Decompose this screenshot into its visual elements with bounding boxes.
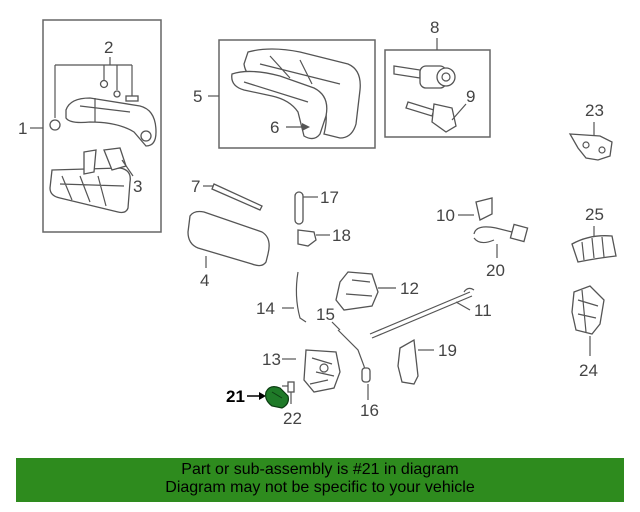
clip-icon — [297, 229, 317, 247]
handle-base-icon — [49, 167, 131, 214]
callout-3[interactable]: 3 — [133, 177, 142, 196]
screw-icon — [287, 381, 295, 393]
part-group-8: 8 9 — [384, 18, 491, 138]
callout-5[interactable]: 5 — [193, 87, 202, 106]
group-box-1 — [42, 19, 162, 233]
callout-7[interactable]: 7 — [191, 177, 200, 196]
part-13: 13 — [262, 349, 341, 393]
callout-17[interactable]: 17 — [320, 188, 339, 207]
highlighted-part-21-icon[interactable] — [265, 386, 289, 409]
part-10-20: 10 20 — [436, 197, 529, 280]
pin-icon — [294, 191, 304, 225]
seal-icon — [571, 235, 617, 263]
callout-10[interactable]: 10 — [436, 206, 455, 225]
part-11: 11 — [369, 287, 492, 339]
callout-23[interactable]: 23 — [585, 101, 604, 120]
callout-9[interactable]: 9 — [466, 87, 475, 106]
callout-16[interactable]: 16 — [360, 401, 379, 420]
part-15-16: 15 16 — [316, 305, 379, 420]
part-21-22: 21 22 — [226, 381, 302, 428]
callout-22[interactable]: 22 — [283, 409, 302, 428]
part-23: 23 — [568, 101, 613, 161]
rod-15-icon — [337, 329, 367, 375]
rod-icon — [211, 183, 263, 211]
handle-upper-icon — [65, 97, 157, 147]
part-group-1: 1 2 3 — [18, 19, 162, 233]
callout-11[interactable]: 11 — [474, 301, 492, 320]
callout-8[interactable]: 8 — [430, 18, 439, 37]
callout-6[interactable]: 6 — [270, 118, 279, 137]
banner-line-1: Part or sub-assembly is #21 in diagram — [181, 461, 459, 478]
handle-bezel-icon — [231, 70, 328, 140]
part-7: 7 — [191, 177, 263, 211]
part-14: 14 — [256, 271, 307, 323]
part-group-5: 5 6 — [193, 39, 376, 149]
shield-plate-icon — [397, 338, 419, 385]
callout-12[interactable]: 12 — [400, 279, 419, 298]
callout-19[interactable]: 19 — [438, 341, 457, 360]
parts-diagram: 1 2 3 5 6 — [18, 18, 617, 428]
part-25: 25 — [571, 205, 617, 263]
rod-14-icon — [295, 271, 307, 323]
banner-line-2: Diagram may not be specific to your vehi… — [165, 479, 475, 496]
callout-2[interactable]: 2 — [104, 38, 113, 57]
trim-strip-icon — [187, 210, 270, 267]
callout-13[interactable]: 13 — [262, 350, 281, 369]
switch-icon — [475, 197, 493, 221]
callout-20[interactable]: 20 — [486, 261, 505, 280]
part-19: 19 — [397, 338, 457, 385]
callout-1[interactable]: 1 — [18, 119, 27, 138]
latch-cover-icon — [335, 271, 379, 311]
striker-icon — [571, 285, 605, 335]
callout-21[interactable]: 21 — [226, 387, 245, 406]
bracket-icon — [568, 133, 613, 161]
part-4: 4 — [187, 210, 270, 290]
key-blade-icon — [405, 101, 435, 117]
part-24: 24 — [571, 285, 605, 380]
callout-4[interactable]: 4 — [200, 271, 209, 290]
part-12: 12 — [335, 271, 419, 311]
grommet-icon — [49, 119, 61, 131]
key-head-icon — [431, 103, 457, 133]
part-17-18: 17 18 — [294, 188, 351, 247]
callout-24[interactable]: 24 — [579, 361, 598, 380]
group-box-5 — [218, 39, 376, 149]
connector-icon — [509, 223, 529, 243]
lock-rod-icon — [393, 65, 421, 79]
callout-18[interactable]: 18 — [332, 226, 351, 245]
callout-14[interactable]: 14 — [256, 299, 275, 318]
callout-25[interactable]: 25 — [585, 205, 604, 224]
info-banner: Part or sub-assembly is #21 in diagram D… — [16, 458, 624, 502]
callout-15[interactable]: 15 — [316, 305, 335, 324]
